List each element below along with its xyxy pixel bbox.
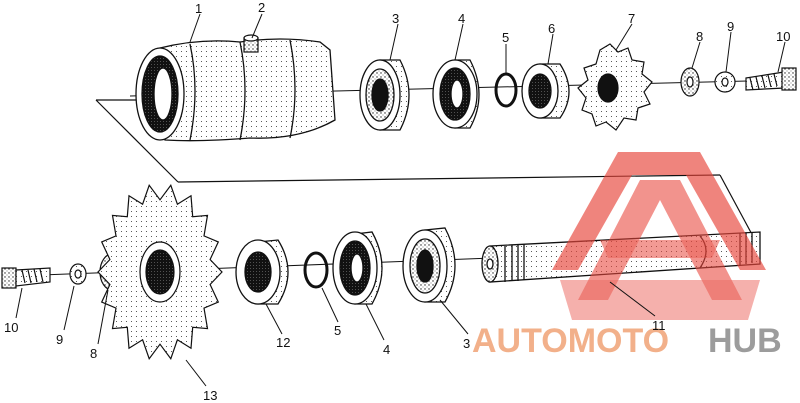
- callout-8: 8: [696, 29, 703, 44]
- callout-6: 6: [548, 21, 555, 36]
- callout-8b: 8: [90, 346, 97, 361]
- callout-11: 11: [652, 318, 666, 333]
- callout-5b: 5: [334, 323, 341, 338]
- callout-13: 13: [203, 388, 217, 403]
- watermark-text-secondary: HUB: [708, 322, 782, 360]
- part-bolt-bottom: [1, 267, 51, 289]
- part-oring-bottom: [303, 251, 329, 289]
- part-sprocket-large: [97, 184, 223, 360]
- watermark-text-primary: AUTOMOTO: [472, 322, 669, 360]
- part-oring-top: [494, 72, 518, 108]
- callout-3: 3: [392, 11, 399, 26]
- part-seal-top: [432, 59, 480, 129]
- callout-12: 12: [276, 335, 290, 350]
- part-bolt-top: [745, 67, 797, 91]
- callout-9: 9: [727, 19, 734, 34]
- callout-3b: 3: [463, 336, 470, 351]
- callouts-bottom: [15, 281, 656, 387]
- watermark-logo-icon: [552, 152, 766, 320]
- part-lockwasher-top: [714, 71, 736, 93]
- callout-2: 2: [258, 0, 265, 15]
- callout-10: 10: [776, 29, 790, 44]
- part-bearing-top: [359, 59, 410, 131]
- callout-10b: 10: [4, 320, 18, 335]
- callout-9b: 9: [56, 332, 63, 347]
- part-washer-top: [680, 67, 700, 97]
- part-sprocket-small: [577, 43, 653, 131]
- callout-7: 7: [628, 11, 635, 26]
- callout-5: 5: [502, 30, 509, 45]
- part-spacer-bottom: [235, 239, 289, 305]
- callouts-top: [189, 13, 786, 74]
- part-lockwasher-bottom: [69, 263, 87, 285]
- part-bearing-bottom: [402, 227, 456, 303]
- part-housing: [135, 38, 336, 142]
- callout-4b: 4: [383, 342, 390, 357]
- callout-1: 1: [195, 1, 202, 16]
- part-seal-bottom: [332, 231, 383, 305]
- part-grease-fitting: [243, 34, 259, 53]
- part-spacer-top: [521, 63, 570, 119]
- watermark-text: AUTOMOTO HUB: [472, 322, 782, 360]
- callout-4: 4: [458, 11, 465, 26]
